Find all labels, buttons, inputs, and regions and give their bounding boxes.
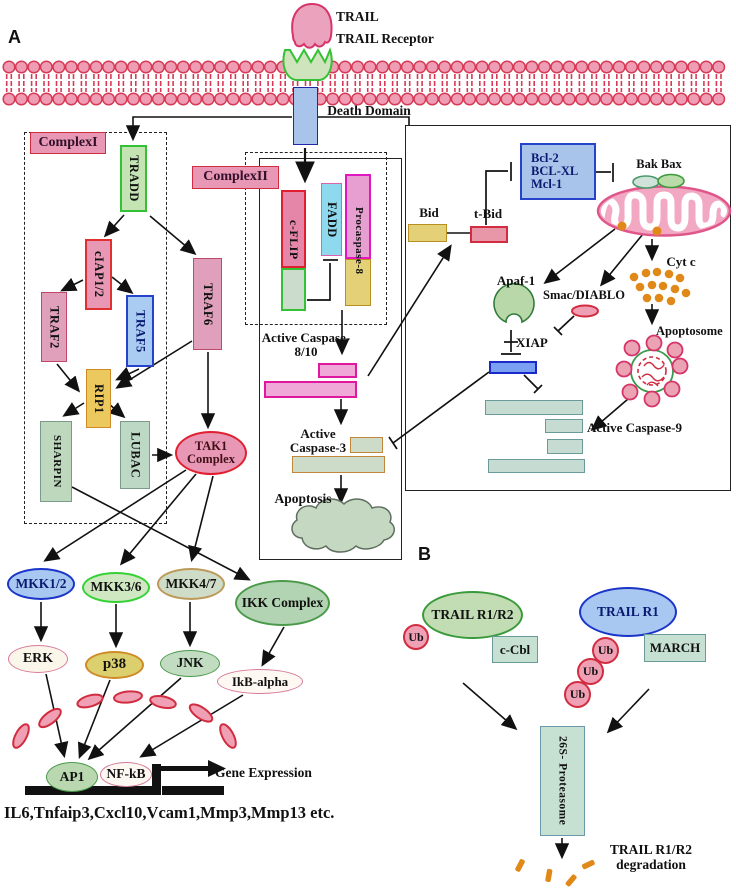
node-trail-r1: TRAIL R1 (579, 587, 677, 637)
node-ikb-alpha: IkB-alpha (217, 669, 303, 694)
node-tradd: TRADD (120, 145, 147, 212)
gene-expression-label: Gene Expression (215, 765, 312, 780)
ub-circle-2: Ub (592, 637, 619, 664)
node-ciap12: cIAP1/2 (85, 239, 112, 310)
node-march: MARCH (644, 634, 706, 662)
smac-label: Smac/DIABLO (543, 288, 625, 302)
apoptosis-label: Apoptosis (274, 491, 332, 506)
caspase9-fragment-1 (485, 400, 583, 415)
node-trail-r1r2: TRAIL R1/R2 (422, 591, 523, 639)
trail-receptor-icon (282, 47, 333, 81)
cytc-label: Cyt c (666, 254, 696, 269)
bakbax-label: Bak Bax (636, 157, 682, 171)
node-bcl2-family: Bcl-2 BCL-XL Mcl-1 (520, 143, 596, 200)
complex2-box (245, 152, 387, 325)
node-bid (408, 224, 447, 242)
lipid-bilayer-membrane (2, 60, 726, 106)
complex2-title: ComplexII (192, 166, 279, 189)
xiap-label: XIAP (516, 335, 548, 350)
target-genes-label: IL6,Tnfaip3,Cxcl10,Vcam1,Mmp3,Mmp13 etc. (4, 803, 335, 822)
trail-label: TRAIL (336, 9, 379, 24)
node-nfkb: NF-kB (100, 762, 152, 787)
active-caspase810-label: Active Caspase-8/10 (261, 330, 351, 360)
bid-label: Bid (419, 205, 439, 220)
node-ikk-complex: IKK Complex (235, 580, 330, 626)
caspase9-fragment-2 (545, 419, 583, 433)
tbid-label: t-Bid (473, 206, 503, 221)
node-mkk47: MKK4/7 (157, 568, 225, 600)
degradation-fragments (515, 859, 595, 887)
bcl2-line: Bcl-2 (531, 150, 559, 165)
node-mkk36: MKK3/6 (82, 572, 150, 603)
node-procaspase8-label: Procaspase-8 (352, 206, 365, 275)
caspase9-fragment-3 (547, 439, 583, 454)
bclxl-line: BCL-XL (531, 163, 579, 178)
active-caspase3-label: Active Caspase-3 (289, 426, 347, 456)
node-traf5: TRAF5 (126, 295, 154, 367)
node-procaspase8-upper (345, 174, 371, 259)
node-traf6: TRAF6 (193, 258, 222, 350)
caspase3-fragment-small (350, 437, 383, 453)
apoptosome-label: Apoptosome (656, 324, 723, 338)
panel-b-label: B (418, 544, 431, 564)
caspase3-fragment-large (292, 456, 385, 473)
node-mkk12: MKK1/2 (7, 568, 75, 600)
node-p38: p38 (85, 651, 144, 679)
mcl1-line: Mcl-1 (531, 177, 563, 192)
active-caspase9-label: Active Caspase-9 (587, 420, 682, 435)
death-domain-label: Death Domain (327, 103, 411, 118)
panel-a-label: A (8, 27, 21, 47)
caspase810-fragment-large (264, 381, 357, 398)
nuclear-membrane-fragments (12, 690, 237, 749)
apaf1-label: Apaf-1 (496, 273, 536, 288)
node-traf2: TRAF2 (41, 292, 67, 362)
caspase9-fragment-4 (488, 459, 585, 473)
node-tak1-complex: TAK1 Complex (175, 431, 247, 475)
node-cflip-death-effector (281, 190, 306, 268)
node-jnk: JNK (160, 650, 220, 677)
node-lubac: LUBAC (120, 421, 150, 489)
caspase810-fragment-small (318, 363, 357, 378)
node-26s-proteasome: 26S- Proteasome (540, 726, 585, 836)
ub-circle-1: Ub (403, 624, 429, 650)
trail-receptor-label: TRAIL Receptor (336, 31, 434, 46)
node-tbid (470, 226, 508, 243)
node-cflip-label: c-FLIP (286, 220, 301, 260)
ub-circle-3: Ub (577, 658, 604, 685)
ub-circle-4: Ub (564, 681, 591, 708)
node-fadd: FADD (321, 183, 342, 256)
degradation-label: TRAIL R1/R2 degradation (609, 842, 693, 872)
node-cflip-lower (281, 268, 306, 311)
node-sharpin: SHARPIN (40, 421, 72, 502)
trail-ligand-icon (291, 2, 333, 49)
node-rip1: RIP1 (86, 369, 111, 428)
death-domain-box (293, 87, 318, 145)
node-procaspase8-lower (345, 259, 371, 306)
node-erk: ERK (8, 645, 68, 673)
node-ccbl: c-Cbl (492, 636, 538, 663)
node-ap1: AP1 (46, 762, 98, 792)
complex1-title: ComplexI (30, 132, 106, 154)
node-xiap (489, 361, 537, 374)
